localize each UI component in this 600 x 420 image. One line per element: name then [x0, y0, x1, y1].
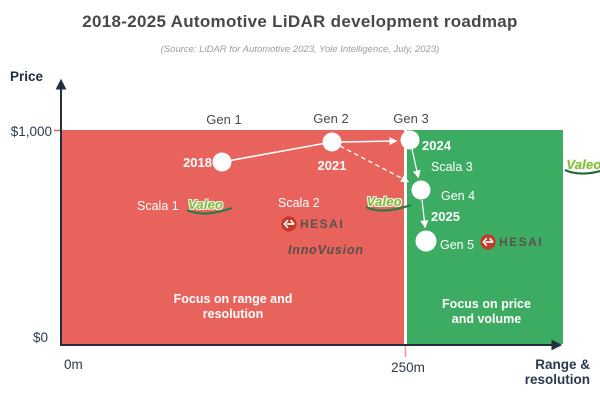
point-gen2-2021 [322, 132, 342, 152]
valeo-logo-scala3: Valeo [564, 157, 600, 175]
valeo-swoosh-icon [186, 207, 233, 215]
red-region-caption-line1: Focus on range and [173, 292, 293, 306]
green-region-caption-line2: and volume [451, 311, 522, 326]
hesai-icon [480, 234, 496, 250]
point-gen1-2018 [212, 152, 232, 172]
hesai-logo-text: HESAI [300, 217, 345, 231]
valeo-logo-text: Valeo [566, 157, 600, 172]
hesai-logo-green-region: HESAI [480, 234, 543, 250]
chart-title: 2018-2025 Automotive LiDAR development r… [82, 12, 518, 31]
y-tick-0: $0 [32, 330, 48, 345]
year-2024: 2024 [422, 138, 451, 153]
gen1-label: Gen 1 [206, 112, 242, 127]
valeo-logo-text: Valeo [366, 194, 402, 209]
x-axis-label-line2: resolution [524, 372, 590, 387]
transition-gen3-gen4 [411, 148, 421, 179]
red-region-caption: Focus on range and resolution [148, 292, 318, 321]
year-2018: 2018 [183, 155, 212, 170]
point-gen5-2025 [415, 230, 437, 252]
transition-gen2-gen3 [340, 137, 398, 146]
product-scala1: Scala 1 [137, 199, 179, 213]
transition-gen1-gen2 [221, 141, 333, 163]
valeo-logo-scala2: Valeo [365, 194, 412, 212]
hesai-icon [281, 216, 297, 232]
product-scala2: Scala 2 [278, 196, 320, 210]
gen3-label: Gen 3 [393, 111, 429, 126]
gen5-label: Gen 5 [440, 238, 475, 252]
gen4-label: Gen 4 [441, 189, 476, 203]
region-range-resolution [62, 130, 404, 344]
y-axis-label: Price [10, 69, 44, 84]
valeo-logo-scala1: Valeo [186, 197, 233, 215]
y-tick-1000: $1,000 [10, 124, 52, 139]
x-axis-label-line1: Range & [535, 357, 590, 372]
red-region-caption-line2: resolution [202, 306, 264, 321]
product-scala3: Scala 3 [431, 160, 473, 174]
x-tick-0m: 0m [64, 357, 83, 372]
gen2-label: Gen 2 [313, 111, 349, 126]
transition-gen4-gen5 [420, 199, 429, 229]
green-region-caption-line1: Focus on price [442, 297, 531, 311]
hesai-logo-red-region: HESAI [281, 216, 344, 232]
valeo-logo-text: Valeo [188, 197, 224, 212]
hesai-logo-text: HESAI [499, 235, 544, 249]
green-region-caption: Focus on price and volume [430, 297, 543, 326]
year-2025: 2025 [431, 209, 460, 224]
point-gen3-2024 [400, 130, 420, 150]
valeo-swoosh-icon [365, 204, 412, 212]
valeo-swoosh-icon [564, 168, 600, 175]
chart-subtitle: (Source: LiDAR for Automotive 2023, Yole… [160, 44, 440, 55]
x-axis-label: Range & resolution [470, 357, 590, 387]
point-gen4 [411, 180, 431, 200]
x-tick-250m: 250m [391, 360, 425, 375]
year-2021: 2021 [317, 158, 347, 173]
innovusion-logo: InnoVusion [288, 243, 364, 257]
